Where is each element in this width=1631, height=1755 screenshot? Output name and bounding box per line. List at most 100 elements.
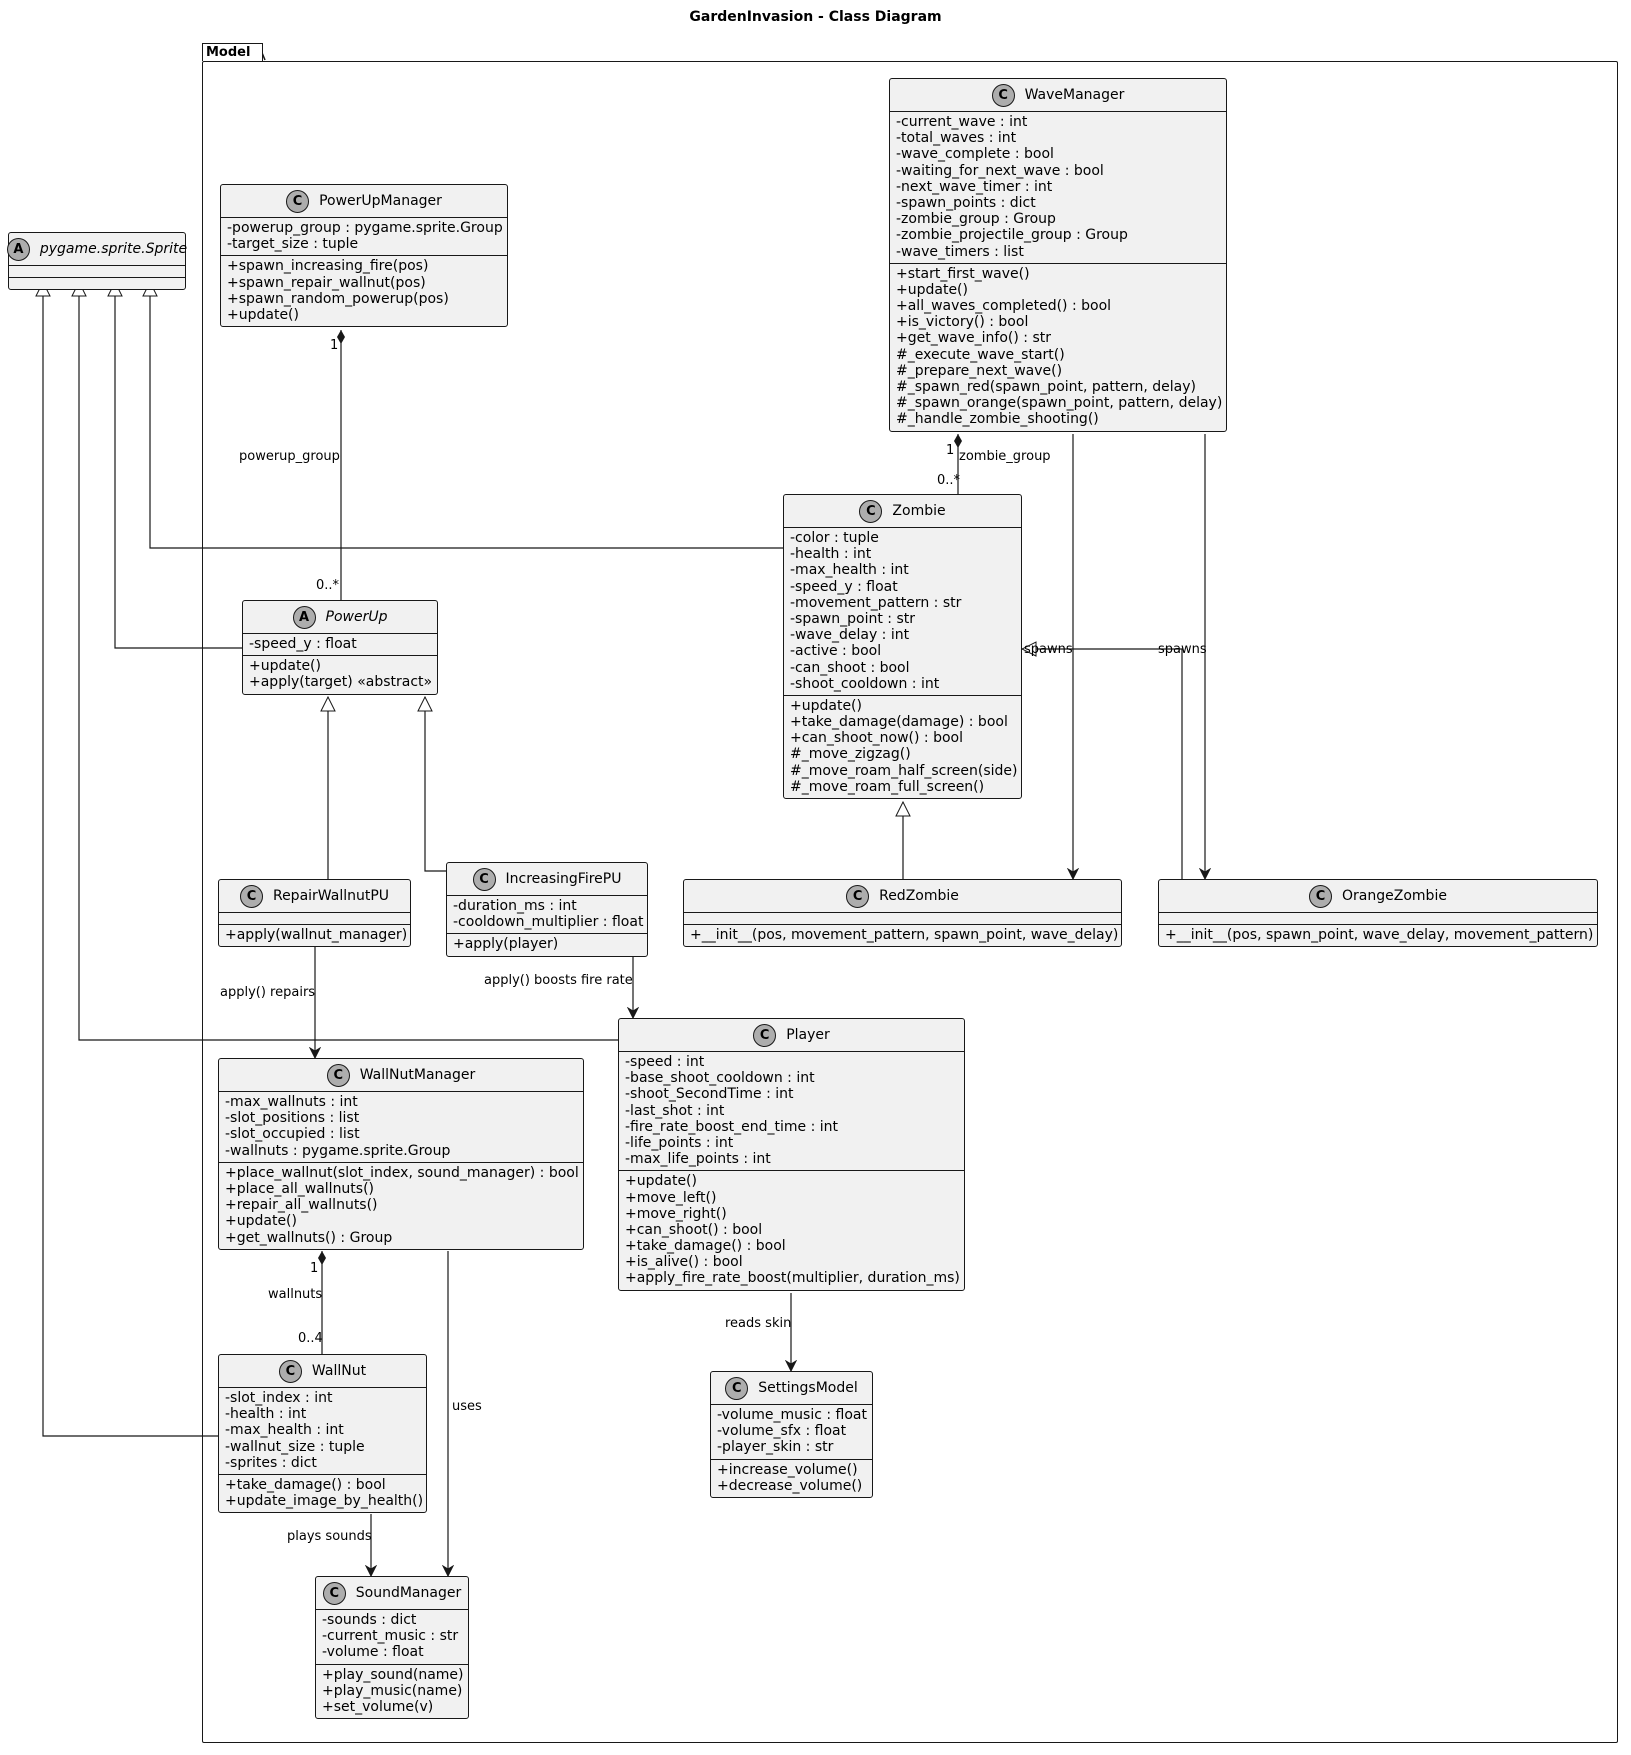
abstract-class-icon: A: [292, 605, 316, 629]
methods: +apply(player): [447, 933, 647, 955]
attribute: -wallnuts : pygame.sprite.Group: [225, 1142, 451, 1159]
methods: +__init__(pos, spawn_point, wave_delay, …: [1159, 924, 1597, 946]
label-zombie-group: zombie_group: [959, 449, 1051, 464]
label-multiplicity: 0..*: [316, 578, 340, 593]
attribute: -speed_y : float: [790, 578, 898, 595]
attributes: [9, 266, 185, 277]
attribute: -health : int: [790, 546, 872, 563]
edge-zombie-inherits-sprite: [150, 282, 783, 549]
attribute: -wave_delay : int: [790, 627, 910, 644]
methods: +spawn_increasing_fire(pos)+spawn_repair…: [221, 255, 507, 326]
class-name: PowerUpManager: [319, 192, 442, 209]
method: #_move_roam_half_screen(side): [790, 762, 1018, 779]
class-name: RepairWallnutPU: [272, 887, 390, 904]
method: +update_image_by_health(): [225, 1493, 424, 1510]
method: +can_shoot_now() : bool: [790, 730, 964, 747]
class-name: OrangeZombie: [1342, 887, 1447, 904]
attribute: -can_shoot : bool: [790, 659, 910, 676]
label-apply-repairs: apply() repairs: [220, 985, 316, 1000]
attribute: -volume_music : float: [717, 1407, 868, 1423]
method: +take_damage(damage) : bool: [790, 714, 1008, 731]
methods: +update()+apply(target) «abstract»: [243, 655, 437, 693]
attribute: -target_size : tuple: [227, 236, 359, 253]
class-icon: C: [991, 83, 1015, 107]
method: +__init__(pos, spawn_point, wave_delay, …: [1165, 927, 1594, 943]
methods: +take_damage() : bool+update_image_by_he…: [219, 1473, 426, 1512]
label-multiplicity: 0..*: [937, 473, 961, 488]
method: +can_shoot() : bool: [625, 1221, 763, 1238]
attribute: -spawn_point : str: [790, 610, 915, 627]
label-plays-sounds: plays sounds: [287, 1529, 372, 1544]
attribute: -waiting_for_next_wave : bool: [896, 162, 1104, 179]
method: +get_wave_info() : str: [896, 330, 1051, 347]
method: +spawn_random_powerup(pos): [227, 290, 449, 307]
label-reads-skin: reads skin: [725, 1316, 792, 1331]
method: +update(): [225, 1213, 297, 1230]
method: #_spawn_orange(spawn_point, pattern, del…: [896, 395, 1223, 412]
method: +is_alive() : bool: [625, 1254, 743, 1271]
class-icon: C: [859, 499, 883, 523]
method: +__init__(pos, movement_pattern, spawn_p…: [690, 927, 1119, 943]
method: +spawn_repair_wallnut(pos): [227, 274, 426, 291]
method: +decrease_volume(): [717, 1477, 863, 1494]
method: +take_damage() : bool: [225, 1476, 386, 1493]
label-multiplicity: 1: [946, 443, 955, 458]
edge-powerup-inherits-sprite: [115, 282, 242, 649]
method: +move_right(): [625, 1205, 727, 1222]
class-icon: C: [286, 189, 310, 213]
method: #_execute_wave_start(): [896, 346, 1065, 363]
class-name: SettingsModel: [758, 1379, 858, 1396]
class-name: WallNutManager: [359, 1066, 476, 1083]
class-name: RedZombie: [879, 887, 959, 904]
method: +update(): [896, 281, 968, 298]
method: +repair_all_wallnuts(): [225, 1197, 378, 1214]
attribute: -sounds : dict: [322, 1612, 417, 1628]
method: #_spawn_red(spawn_point, pattern, delay): [896, 379, 1196, 395]
attribute: -speed_y : float: [249, 636, 357, 652]
attribute: -max_health : int: [790, 562, 909, 579]
method: +update(): [625, 1173, 697, 1190]
edge-wallnut-inherits-sprite: [43, 282, 218, 1437]
class-name: WaveManager: [1024, 86, 1125, 103]
class-name: Player: [786, 1026, 830, 1043]
class-powerup[interactable]: A PowerUp -speed_y : float +update()+appl…: [242, 600, 438, 695]
attribute: -base_shoot_cooldown : int: [625, 1070, 815, 1087]
attribute: -zombie_group : Group: [896, 211, 1056, 228]
methods: [9, 277, 185, 289]
class-icon: C: [326, 1063, 350, 1087]
attribute: -movement_pattern : str: [790, 594, 962, 611]
class-icon: C: [753, 1023, 777, 1047]
method: +apply(target) «abstract»: [249, 674, 433, 691]
method: #_prepare_next_wave(): [896, 362, 1063, 379]
attribute: -next_wave_timer : int: [896, 178, 1053, 195]
method: #_move_zigzag(): [790, 746, 911, 763]
attribute: -shoot_cooldown : int: [790, 675, 940, 692]
label-powerup-group: powerup_group: [239, 449, 340, 464]
method: +set_volume(v): [322, 1698, 434, 1715]
attribute: -sprites : dict: [225, 1454, 317, 1471]
method: +apply(player): [453, 936, 559, 953]
methods: +play_sound(name)+play_music(name)+set_v…: [316, 1663, 468, 1719]
method: +update(): [227, 306, 299, 323]
attributes: [219, 913, 410, 924]
attribute: -fire_rate_boost_end_time : int: [625, 1118, 839, 1135]
attribute: -slot_index : int: [225, 1390, 333, 1406]
attributes: -slot_index : int-health : int-max_healt…: [219, 1388, 426, 1474]
attribute: -volume_sfx : float: [717, 1423, 847, 1440]
class-name: PowerUp: [325, 608, 388, 625]
attribute: -spawn_points : dict: [896, 194, 1036, 211]
